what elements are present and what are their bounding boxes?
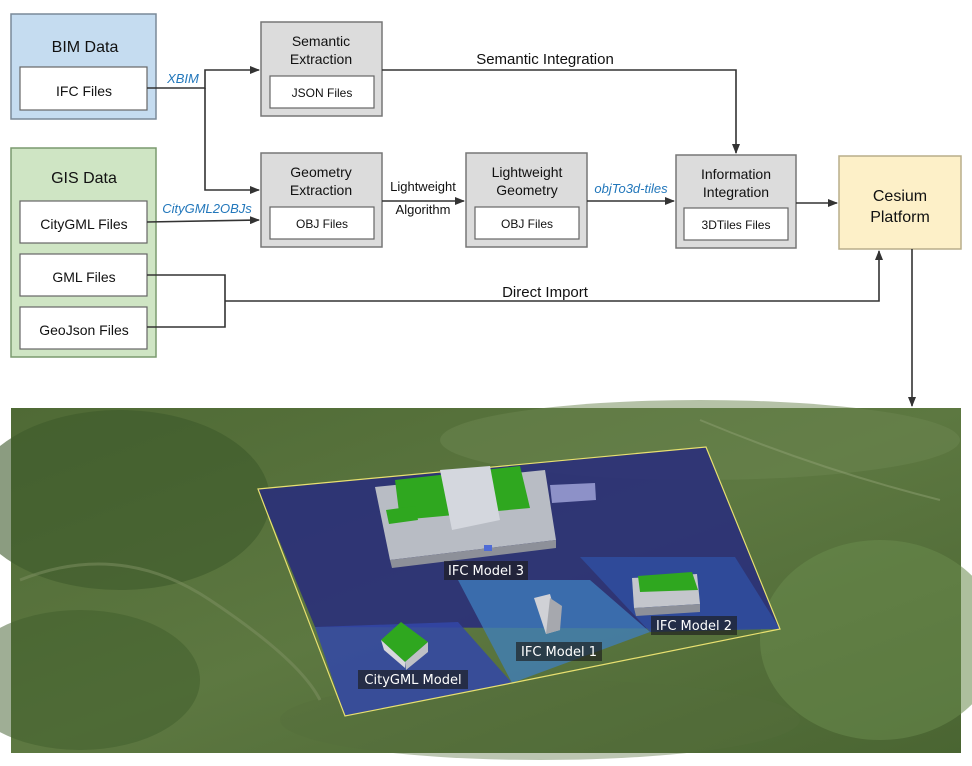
lightweight-geometry-box: Lightweight Geometry OBJ Files [465, 152, 588, 248]
information-integration-title-1: Information [701, 166, 771, 182]
citygml2objs-label: CityGML2OBJs [162, 201, 252, 216]
information-integration-box: Information Integration 3DTiles Files [675, 154, 797, 249]
lightweight-geometry-title-1: Lightweight [492, 164, 563, 180]
cesium-platform-title-1: Cesium [873, 188, 927, 205]
cesium-scene-view: IFC Model 3 IFC Model 2 IFC Model 1 City… [0, 400, 972, 760]
ifc-files-label: IFC Files [56, 83, 112, 99]
direct-import-label: Direct Import [502, 284, 589, 301]
gml-files-label: GML Files [52, 269, 115, 285]
ifc-model-2-label: IFC Model 2 [656, 619, 732, 634]
arrow-ifc-to-semantic [147, 66, 260, 89]
citygml-model-label: CityGML Model [364, 673, 461, 688]
gis-data-group: GIS Data CityGML Files GML Files GeoJson… [10, 147, 157, 358]
arrow-ifc-to-geometry [204, 88, 260, 194]
geometry-obj-files-label: OBJ Files [296, 217, 348, 231]
semantic-extraction-box: Semantic Extraction JSON Files [260, 21, 383, 117]
bim-data-group: BIM Data IFC Files [10, 13, 157, 120]
arrow-citygml-to-geometry [146, 216, 260, 225]
semantic-integration-label: Semantic Integration [476, 51, 614, 68]
geometry-extraction-box: Geometry Extraction OBJ Files [260, 152, 383, 248]
semantic-extraction-title-1: Semantic [292, 33, 350, 49]
arrow-semantic-to-integration [382, 69, 740, 154]
arrow-direct-import [225, 250, 883, 302]
geojson-files-label: GeoJson Files [39, 322, 128, 338]
information-integration-title-2: Integration [703, 184, 769, 200]
connectors [146, 66, 916, 407]
citygml-files-label: CityGML Files [40, 216, 127, 232]
line-gml-join [147, 274, 226, 328]
lightweight-obj-files-label: OBJ Files [501, 217, 553, 231]
lightweight-algorithm-label-2: Algorithm [396, 202, 451, 217]
json-files-label: JSON Files [292, 86, 353, 100]
ifc-model-3-building [375, 466, 596, 568]
cesium-platform-box: Cesium Platform [838, 155, 962, 250]
bim-data-title: BIM Data [52, 39, 119, 56]
objto3d-tiles-label: objTo3d-tiles [594, 181, 668, 196]
semantic-extraction-title-2: Extraction [290, 51, 352, 67]
ifc-model-3-label: IFC Model 3 [448, 564, 524, 579]
geometry-extraction-title-1: Geometry [290, 164, 351, 180]
xbim-label: XBIM [166, 71, 199, 86]
lightweight-algorithm-label-1: Lightweight [390, 179, 456, 194]
citygml-model-building [381, 622, 428, 670]
gis-data-title: GIS Data [51, 170, 117, 187]
ifc-model-2-building [632, 572, 700, 616]
ifc-model-1-building [534, 594, 562, 634]
ifc-model-1-label: IFC Model 1 [521, 645, 597, 660]
3dtiles-files-label: 3DTiles Files [702, 218, 771, 232]
geometry-extraction-title-2: Extraction [290, 182, 352, 198]
cesium-platform-title-2: Platform [870, 209, 930, 226]
lightweight-geometry-title-2: Geometry [496, 182, 557, 198]
